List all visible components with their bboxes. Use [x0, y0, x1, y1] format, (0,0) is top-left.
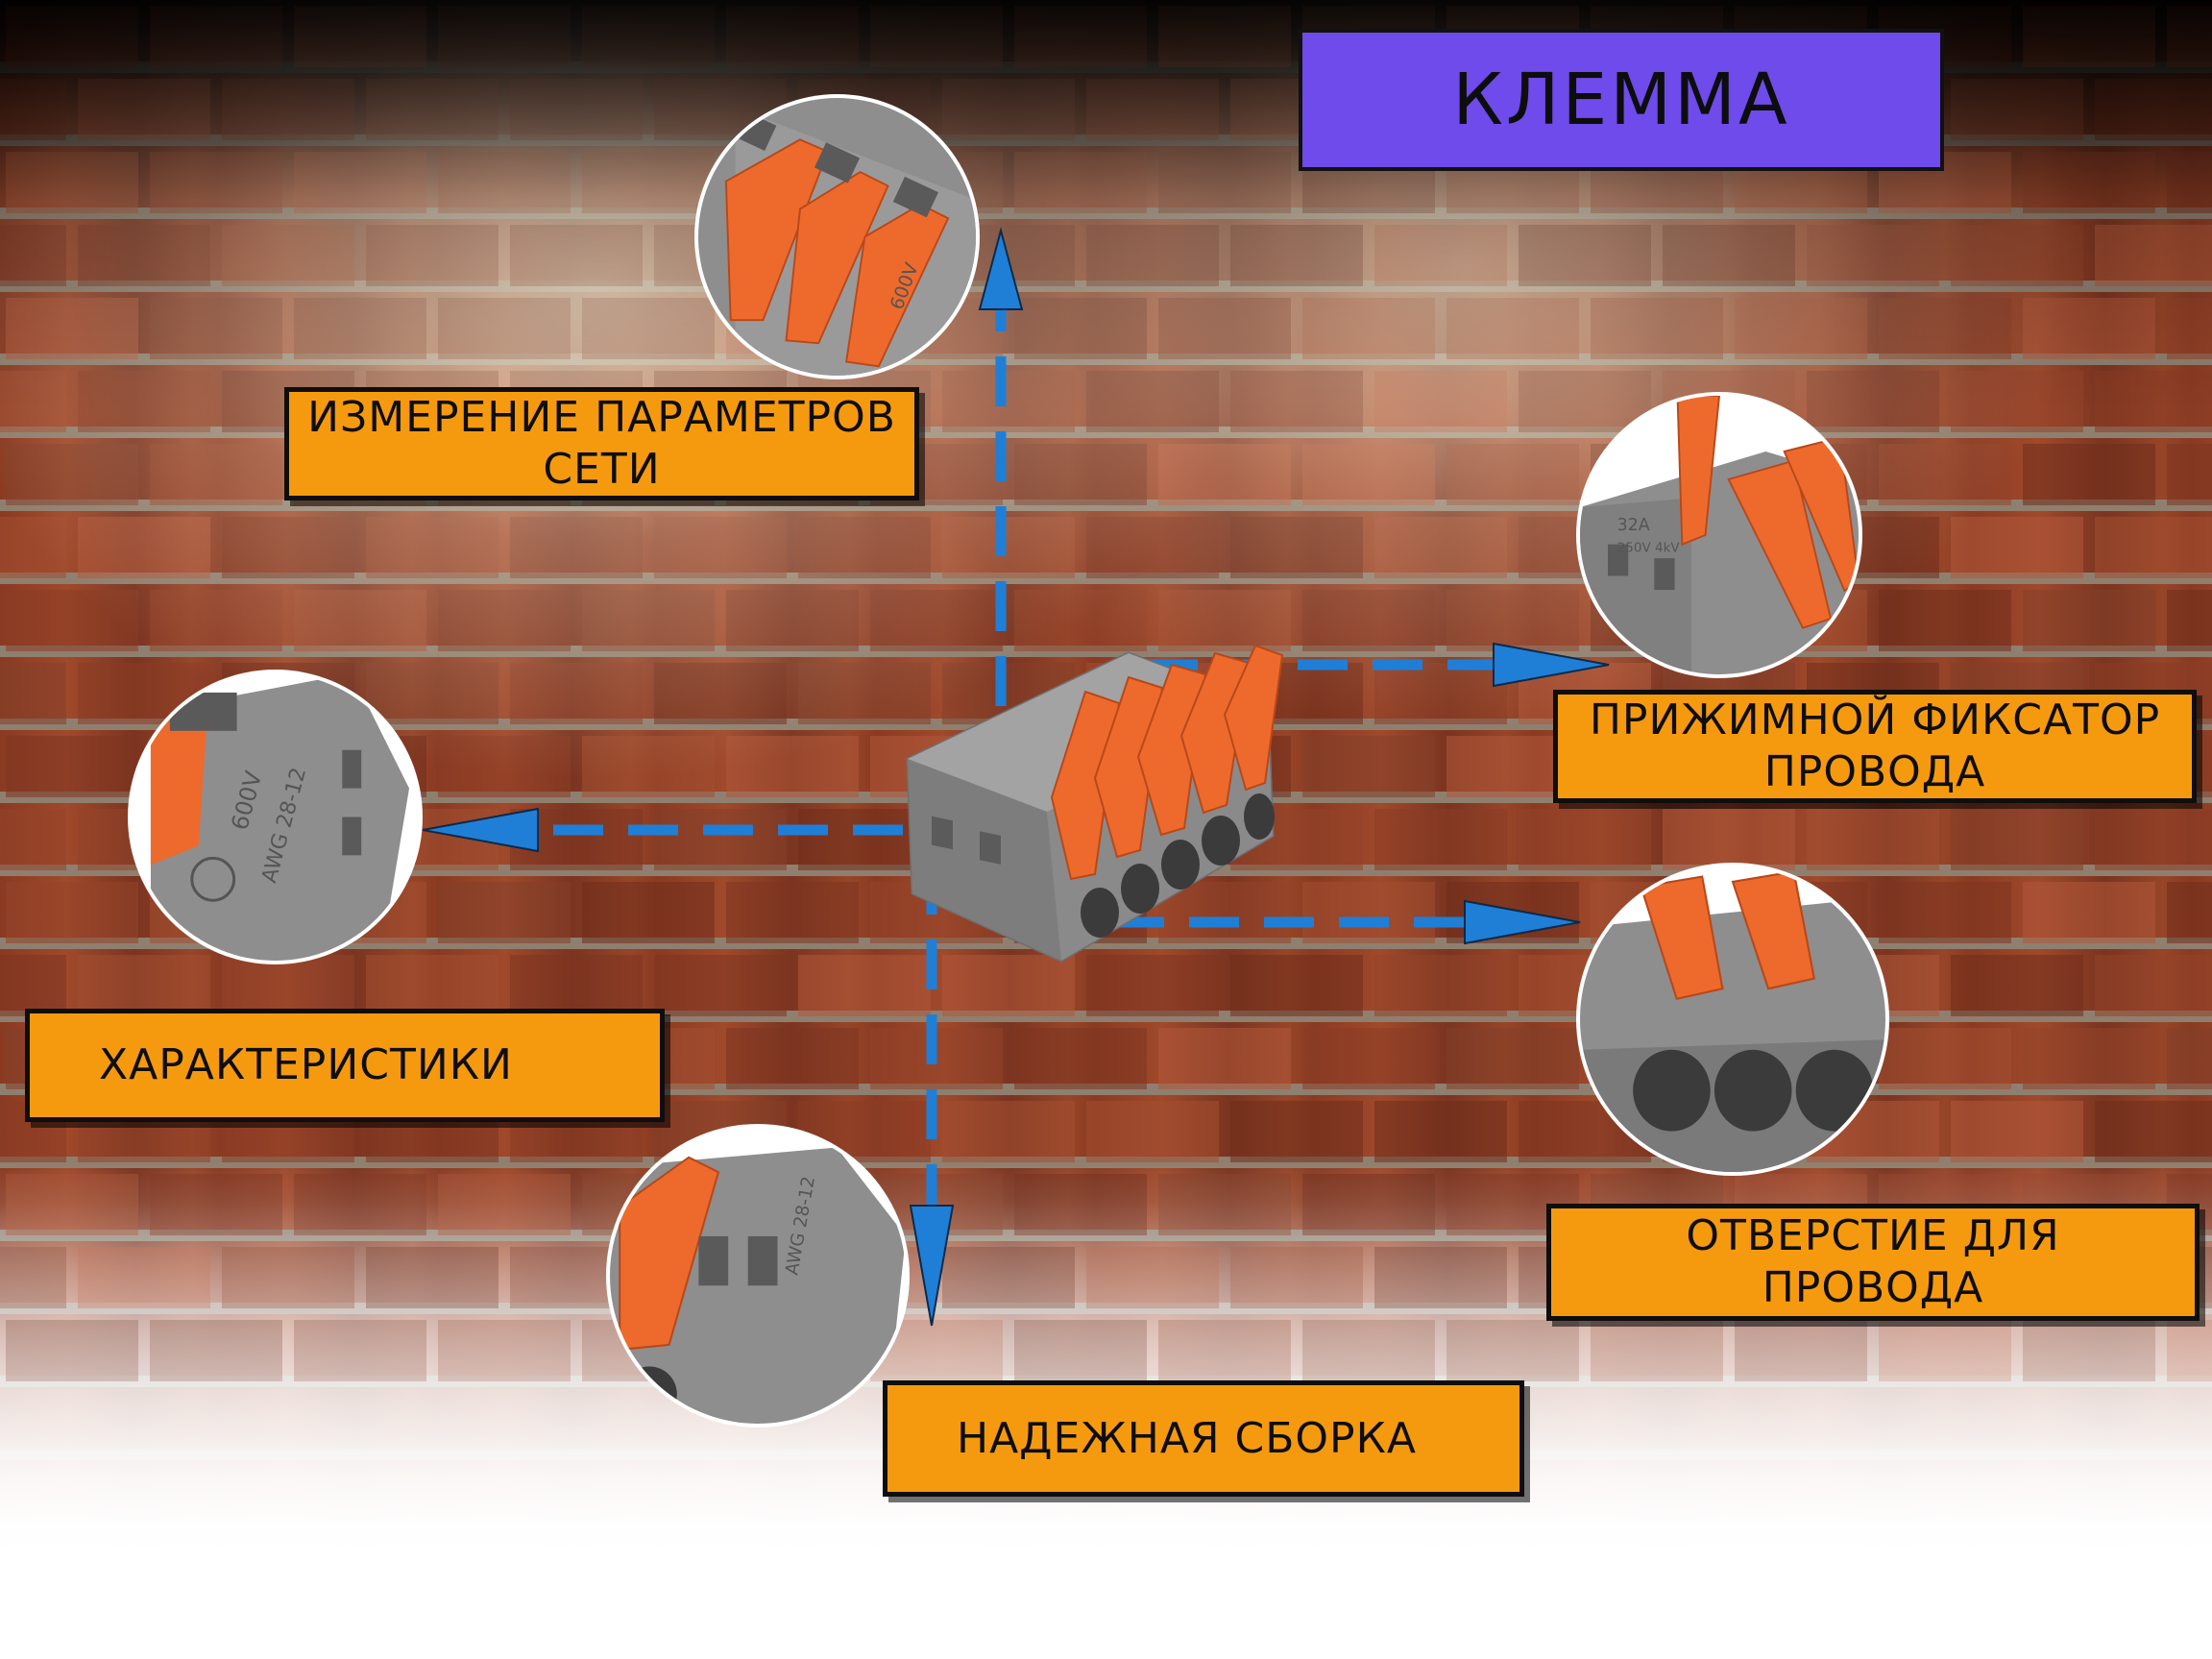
connector-side-closeup-icon: AWG 28-12 [610, 1128, 906, 1424]
connector-3-lever-closeup-icon: 600V [698, 98, 976, 376]
arrow-up-head [978, 227, 1024, 310]
label-specifications: ХАРАКТЕРИСТИКИ [25, 1009, 665, 1122]
label-reliable-assembly-text: НАДЕЖНАЯ СБОРКА [957, 1413, 1417, 1463]
closeup-right-bottom-circle [1576, 863, 1889, 1176]
connector-wire-holes-closeup-icon [1580, 866, 1885, 1172]
connector-5-pole-icon [906, 644, 1284, 963]
label-clamp-lever: ПРИЖИМНОЙ ФИКСАТОР ПРОВОДА [1553, 690, 2197, 803]
closeup-right-top-mains-text: 250V 4kV [1617, 540, 1681, 555]
label-specifications-text: ХАРАКТЕРИСТИКИ [99, 1040, 513, 1089]
arrow-down-head [909, 1205, 955, 1327]
connector-open-lever-closeup-icon: 32A 250V 4kV [1580, 396, 1859, 674]
connector-rating-closeup-icon: 600V AWG 28-12 [132, 673, 419, 961]
label-wire-hole-line2: ПРОВОДА [1762, 1263, 1984, 1312]
closeup-top-circle: 600V [694, 94, 980, 379]
label-clamp-lever-line1: ПРИЖИМНОЙ ФИКСАТОР [1589, 695, 2161, 744]
arrow-right-top-head [1493, 642, 1610, 688]
closeup-right-top-circle: 32A 250V 4kV [1576, 392, 1862, 678]
title-box: КЛЕММА [1299, 29, 1944, 171]
closeup-bottom-circle: AWG 28-12 [606, 1124, 910, 1427]
closeup-right-top-current-text: 32A [1617, 516, 1650, 535]
closeup-left-circle: 600V AWG 28-12 [128, 670, 423, 964]
label-reliable-assembly: НАДЕЖНАЯ СБОРКА [883, 1380, 1524, 1497]
label-network-measurement-line2: СЕТИ [543, 445, 661, 494]
label-network-measurement-line1: ИЗМЕРЕНИЕ ПАРАМЕТРОВ [307, 393, 896, 442]
arrow-right-bottom-head [1464, 899, 1581, 945]
arrow-left-head [422, 807, 539, 853]
label-wire-hole-line1: ОТВЕРСТИЕ ДЛЯ [1686, 1211, 2060, 1260]
label-network-measurement: ИЗМЕРЕНИЕ ПАРАМЕТРОВ СЕТИ [284, 387, 919, 500]
label-clamp-lever-line2: ПРОВОДА [1763, 747, 1986, 796]
title-text: КЛЕММА [1452, 59, 1790, 141]
label-wire-hole: ОТВЕРСТИЕ ДЛЯ ПРОВОДА [1546, 1204, 2200, 1321]
